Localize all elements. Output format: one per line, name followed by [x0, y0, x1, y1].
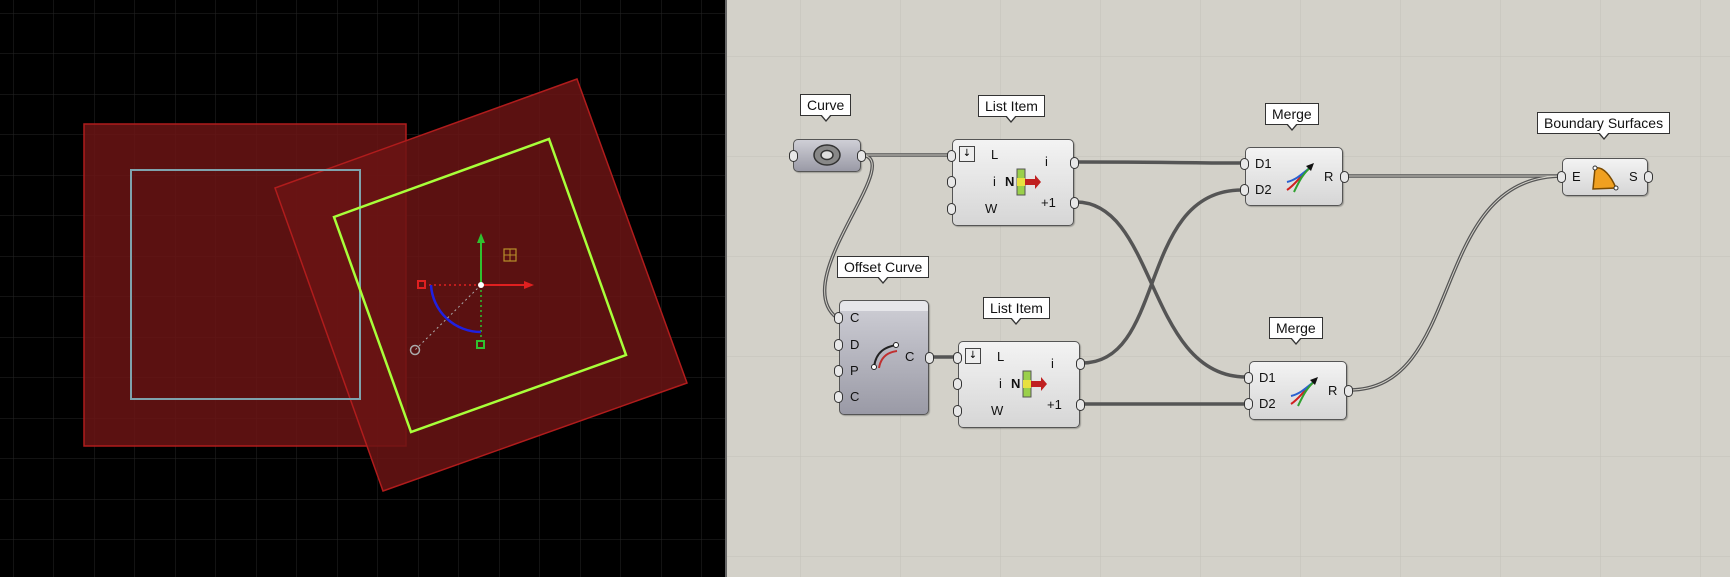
offset-curve-component[interactable]: C D P C C [839, 300, 929, 415]
listitem2-port-out-i[interactable] [1076, 358, 1085, 370]
listitem1-input-i: i [993, 174, 996, 189]
listitem2-input-L: L [997, 349, 1005, 364]
boundary-surface-icon [1592, 165, 1619, 191]
listitem2-port-out-next[interactable] [1076, 399, 1085, 411]
original-square-curve [130, 169, 361, 400]
boundary-port-E[interactable] [1557, 171, 1566, 183]
merge1-input-D1: D1 [1255, 156, 1272, 171]
offset-output-C: C [905, 349, 915, 364]
curve-param-icon [813, 144, 841, 166]
viewport-scene [0, 0, 725, 577]
listitem1-center-N: N [1005, 174, 1015, 189]
boundary-tag: Boundary Surfaces [1537, 112, 1671, 140]
listitem1-port-out-next[interactable] [1070, 197, 1079, 209]
merge2-input-D2: D2 [1259, 396, 1276, 411]
merge-icon [1290, 377, 1318, 407]
listitem2-output-i: i [1051, 356, 1054, 371]
curve-input-port[interactable] [789, 150, 798, 162]
merge2-tag: Merge [1269, 317, 1323, 345]
merge1-tag: Merge [1265, 103, 1319, 131]
merge-icon [1286, 163, 1314, 193]
listitem2-center-N: N [1011, 376, 1021, 391]
merge1-output-R: R [1324, 169, 1334, 184]
merge2-output-R: R [1328, 383, 1338, 398]
listitem1-input-L: L [991, 147, 999, 162]
list-item-icon [1016, 168, 1041, 196]
offset-input-D: D [850, 337, 860, 352]
listitem2-component[interactable]: ↓ L i W i +1 N [958, 341, 1080, 428]
listitem1-output-i: i [1045, 154, 1048, 169]
offset-port-P[interactable] [834, 365, 843, 377]
listitem1-port-i[interactable] [947, 176, 956, 188]
listitem1-port-W[interactable] [947, 203, 956, 215]
rhino-viewport[interactable] [0, 0, 725, 577]
grasshopper-canvas[interactable]: Curve List Item ↓ L i W i +1 N Offset Cu… [727, 0, 1730, 577]
offset-curve-tag: Offset Curve [837, 256, 930, 284]
merge2-port-out-R[interactable] [1344, 385, 1353, 397]
listitem1-output-next: +1 [1041, 195, 1056, 210]
canvas-grid [727, 0, 1730, 577]
boundary-port-out-S[interactable] [1644, 171, 1653, 183]
listitem2-port-W[interactable] [953, 405, 962, 417]
curve-param[interactable] [793, 139, 861, 172]
wire-li2-i-to-merge1 [1080, 188, 1244, 365]
offset-port-out-C[interactable] [925, 352, 934, 364]
merge1-input-D2: D2 [1255, 182, 1272, 197]
listitem2-input-i: i [999, 376, 1002, 391]
listitem2-output-next: +1 [1047, 397, 1062, 412]
listitem1-expand-icon[interactable]: ↓ [959, 146, 975, 162]
boundary-component[interactable]: E S [1562, 158, 1648, 196]
list-item-icon [1022, 370, 1047, 398]
panel-divider[interactable] [725, 0, 727, 577]
merge2-port-D2[interactable] [1244, 398, 1253, 410]
curve-output-port[interactable] [857, 150, 866, 162]
merge2-input-D1: D1 [1259, 370, 1276, 385]
listitem2-input-W: W [991, 403, 1004, 418]
offset-curve-icon [871, 342, 899, 370]
merge2-port-D1[interactable] [1244, 372, 1253, 384]
boundary-output-S: S [1629, 169, 1638, 184]
offset-port-C[interactable] [834, 312, 843, 324]
curve-tag: Curve [800, 94, 852, 122]
canvas-wires [727, 0, 1730, 577]
merge1-port-D2[interactable] [1240, 184, 1249, 196]
listitem1-port-out-i[interactable] [1070, 157, 1079, 169]
offset-input-C2: C [850, 389, 860, 404]
merge1-port-D1[interactable] [1240, 158, 1249, 170]
wire-li1-next-to-merge2 [1074, 200, 1248, 379]
listitem1-component[interactable]: ↓ L i W i +1 N [952, 139, 1074, 226]
listitem1-tag: List Item [978, 95, 1045, 123]
offset-input-C: C [850, 310, 860, 325]
rotated-square-curve [332, 137, 628, 434]
merge1-component[interactable]: D1 D2 R [1245, 147, 1343, 206]
boundary-input-E: E [1572, 169, 1581, 184]
listitem1-input-W: W [985, 201, 998, 216]
gumball-widget[interactable] [409, 233, 535, 356]
offset-port-C2[interactable] [834, 391, 843, 403]
wire-li1-i-to-merge1 [1074, 160, 1244, 165]
listitem2-port-L[interactable] [953, 352, 962, 364]
listitem2-port-i[interactable] [953, 378, 962, 390]
merge1-port-out-R[interactable] [1340, 171, 1349, 183]
listitem2-tag: List Item [983, 297, 1050, 325]
merge2-component[interactable]: D1 D2 R [1249, 361, 1347, 420]
listitem2-expand-icon[interactable]: ↓ [965, 348, 981, 364]
offset-input-P: P [850, 363, 859, 378]
listitem1-port-L[interactable] [947, 150, 956, 162]
offset-port-D[interactable] [834, 339, 843, 351]
